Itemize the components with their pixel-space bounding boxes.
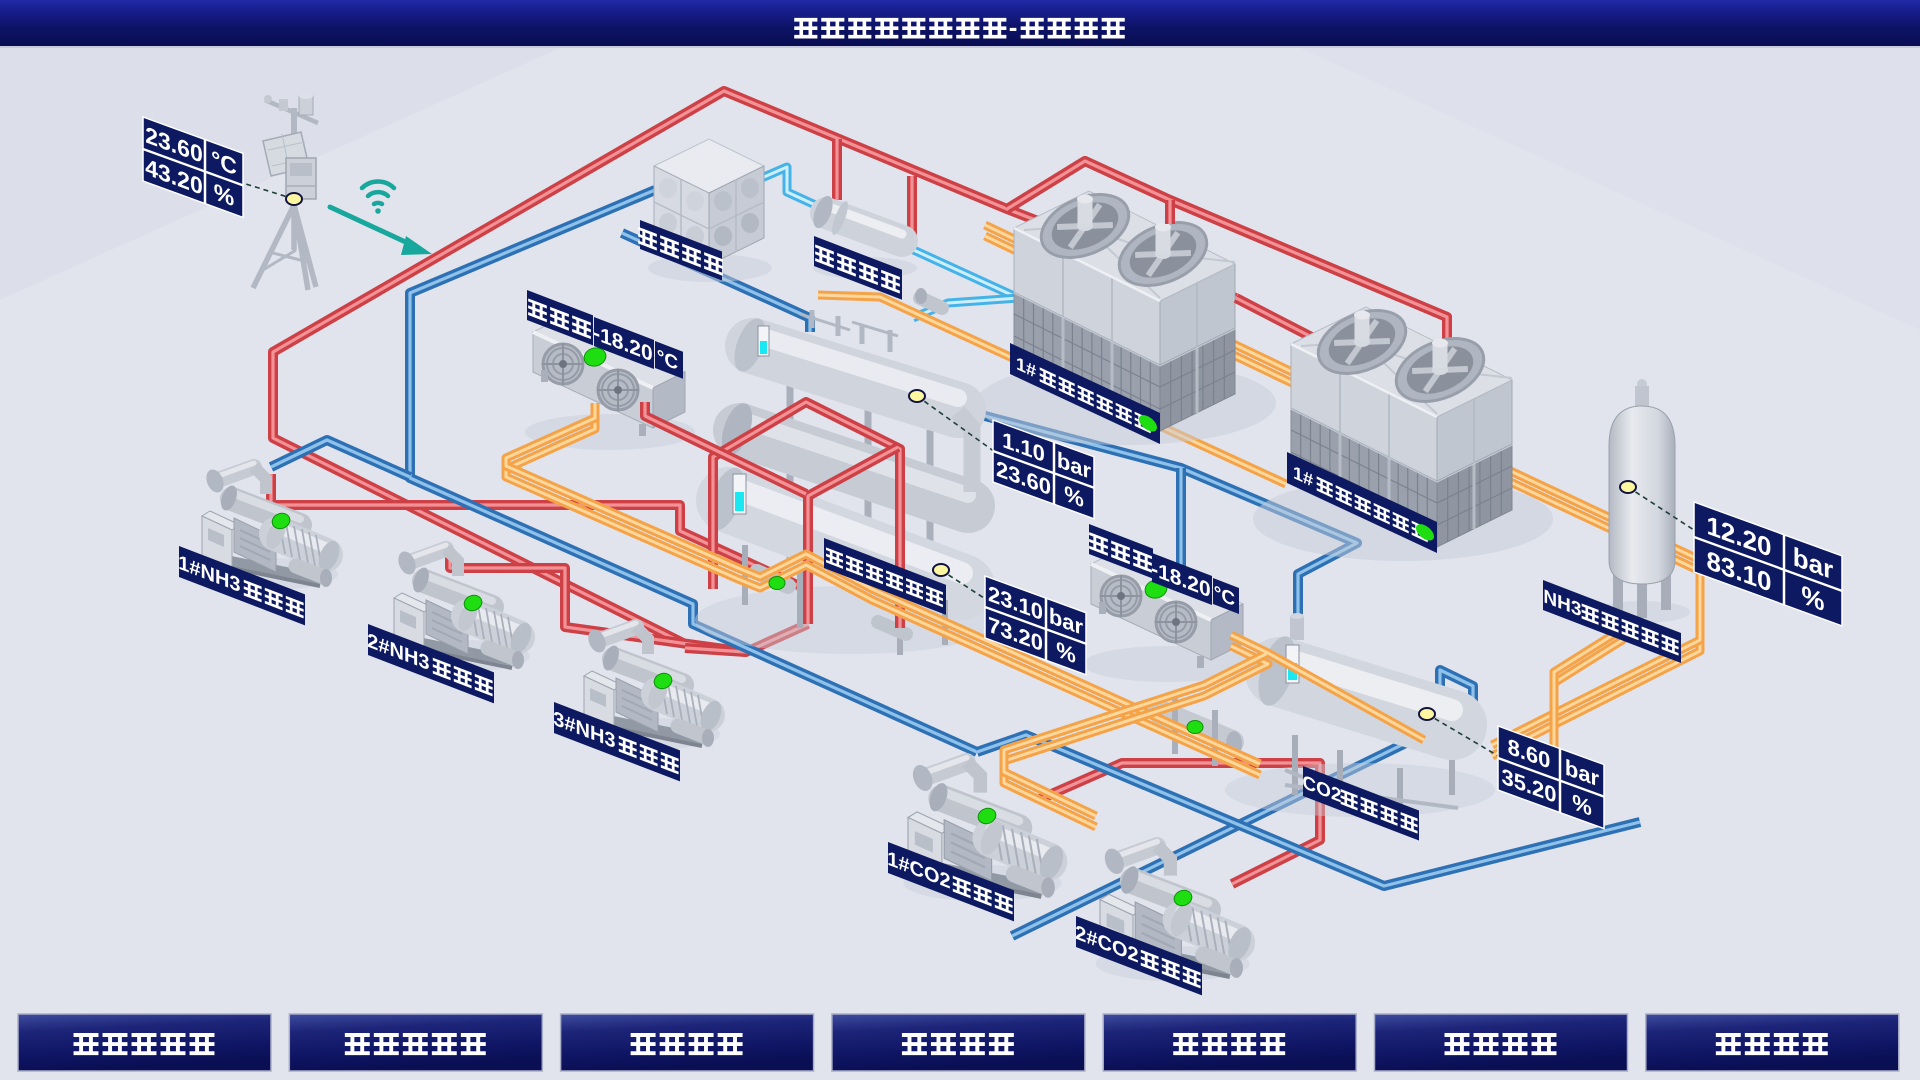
svg-text:1#: 1# [1016,354,1036,383]
svg-text:%: % [1064,480,1084,512]
svg-text:1#: 1# [1293,463,1313,492]
svg-text:°C: °C [657,346,678,375]
svg-text:%: % [1801,580,1824,618]
svg-text:°C: °C [1214,582,1235,611]
svg-text:%: % [1056,636,1076,668]
svg-text:%: % [1572,789,1592,821]
svg-text:-: - [1009,12,1018,42]
svg-text:%: % [214,180,234,213]
